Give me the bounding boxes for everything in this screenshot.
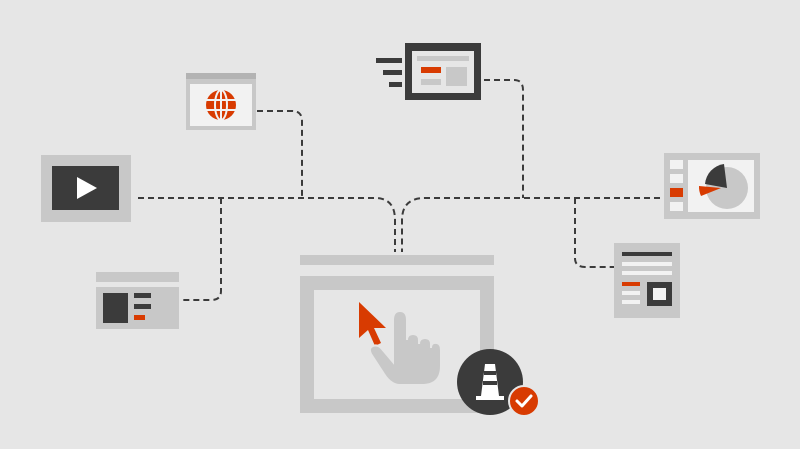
connector-presentation (484, 79, 524, 198)
connector-main-left (138, 197, 396, 252)
chart-window (664, 153, 760, 219)
web-window (186, 73, 256, 130)
video-window (41, 155, 131, 222)
play-icon (77, 177, 97, 199)
motion-lines-icon (376, 58, 402, 87)
globe-icon (206, 89, 236, 121)
connector-web (257, 110, 303, 198)
traffic-cone-icon (476, 364, 504, 400)
connector-document (574, 198, 614, 268)
connector-layout (183, 198, 222, 301)
checkmark-icon (515, 394, 533, 408)
connectors (138, 79, 660, 301)
badge (457, 349, 523, 415)
check-badge (508, 385, 540, 417)
document-page (614, 243, 680, 318)
arrow-cursor-icon (359, 302, 386, 346)
connector-main-right (401, 197, 660, 252)
presentation-window (376, 43, 481, 100)
pie-chart-icon (698, 164, 748, 209)
hand-cursor-icon (368, 309, 442, 386)
layout-window (96, 272, 179, 329)
